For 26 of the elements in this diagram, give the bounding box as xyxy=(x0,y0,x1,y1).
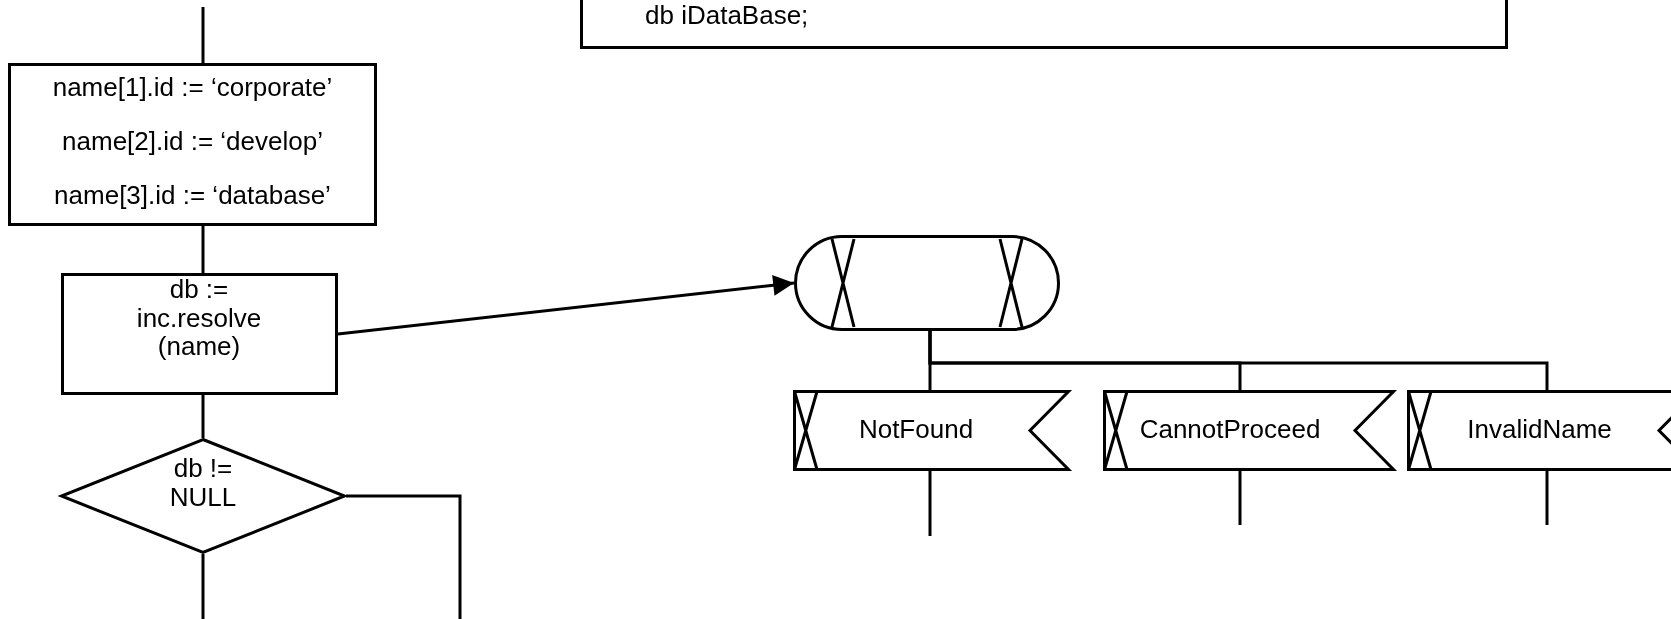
connector-line xyxy=(928,471,932,536)
connector-line xyxy=(201,7,205,63)
process-box xyxy=(61,273,338,395)
code-text: db != NULL xyxy=(168,454,238,512)
code-text: db iDataBase; xyxy=(645,1,810,30)
connector-line xyxy=(201,226,205,273)
connector-line xyxy=(201,395,205,438)
decision-diamond xyxy=(60,438,346,554)
exception-name: NotFound xyxy=(857,415,975,444)
exception-flag xyxy=(793,390,1070,471)
code-box xyxy=(580,0,1508,49)
exception-name: CannotProceed xyxy=(1138,415,1322,444)
code-text: name[3].id := ‘database’ xyxy=(53,181,332,210)
connector-line xyxy=(1238,471,1242,525)
code-text: name[2].id := ‘develop’ xyxy=(61,127,324,156)
terminator-shape xyxy=(794,235,1060,331)
connector-line xyxy=(346,494,462,619)
connector-line xyxy=(1545,471,1549,525)
code-text: db := inc.resolve (name) xyxy=(135,275,263,361)
process-box xyxy=(8,63,377,226)
exception-flag xyxy=(1103,390,1395,471)
exception-flag xyxy=(1407,390,1671,471)
connector-line xyxy=(928,331,1549,390)
code-text: name[1].id := ‘corporate’ xyxy=(51,73,334,102)
exception-name: InvalidName xyxy=(1466,415,1613,444)
connector-line xyxy=(201,554,205,619)
